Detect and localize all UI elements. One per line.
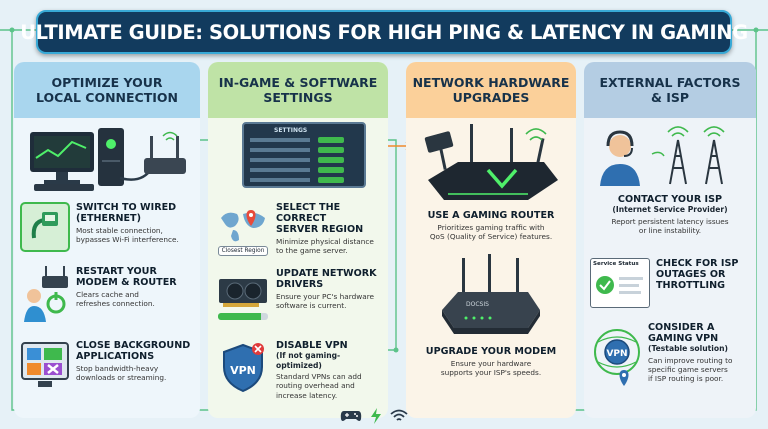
settings-panel-title: SETTINGS bbox=[274, 127, 308, 134]
column-title-line: SETTINGS bbox=[263, 90, 333, 105]
column-title-line: NETWORK HARDWARE bbox=[412, 75, 570, 90]
item-disable-vpn: VPN DISABLE VPN (If not gaming-optimized… bbox=[214, 340, 386, 400]
item-description: Most stable connection,bypasses Wi-Fi in… bbox=[76, 226, 179, 245]
status-check-icon bbox=[596, 276, 643, 294]
column-header: NETWORK HARDWARE UPGRADES bbox=[406, 62, 576, 118]
column-title-line: OPTIMIZE YOUR bbox=[51, 75, 163, 90]
column-header: OPTIMIZE YOUR LOCAL CONNECTION bbox=[14, 62, 200, 118]
item-title: CONTACT YOUR ISP bbox=[617, 194, 723, 205]
world-map-pin-icon: Closest Region bbox=[214, 202, 272, 260]
column-local-connection: OPTIMIZE YOUR LOCAL CONNECTION SWITCH T bbox=[14, 62, 200, 418]
page-title: ULTIMATE GUIDE: SOLUTIONS FOR HIGH PING … bbox=[20, 20, 748, 44]
gaming-router-icon bbox=[424, 124, 558, 200]
modem-icon: DOCSIS bbox=[442, 254, 540, 334]
item-subtitle: (If not gaming-optimized) bbox=[276, 351, 341, 370]
wifi-icon bbox=[390, 409, 408, 421]
item-title: UPGRADE YOUR MODEM bbox=[425, 346, 557, 357]
item-gaming-router: USE A GAMING ROUTER Prioritizes gaming t… bbox=[410, 210, 572, 242]
item-title: DISABLE VPN bbox=[276, 340, 348, 351]
item-subtitle: (Internet Service Provider) bbox=[612, 205, 728, 214]
column-title-line: & ISP bbox=[650, 90, 690, 105]
person-restart-router-icon bbox=[20, 266, 70, 322]
close-apps-window-icon bbox=[20, 340, 70, 390]
ethernet-cable-icon bbox=[20, 202, 70, 252]
gaming-vpn-globe-icon: VPN bbox=[590, 322, 644, 392]
item-title: SWITCH TO WIRED(ETHERNET) bbox=[76, 202, 177, 224]
vpn-shield-icon: VPN bbox=[214, 340, 272, 396]
column-external-isp: EXTERNAL FACTORS & ISP CONTACT YOUR ISP … bbox=[584, 62, 756, 418]
item-title: USE A GAMING ROUTER bbox=[427, 210, 555, 221]
closest-region-badge: Closest Region bbox=[217, 246, 269, 256]
modem-label: DOCSIS bbox=[466, 301, 489, 308]
column-title-line: IN-GAME & SOFTWARE bbox=[218, 75, 378, 90]
column-header: EXTERNAL FACTORS & ISP bbox=[584, 62, 756, 118]
network-card-icon bbox=[214, 268, 272, 324]
column-title-line: EXTERNAL FACTORS bbox=[599, 75, 741, 90]
pc-router-illustration bbox=[30, 128, 186, 191]
item-wired: SWITCH TO WIRED(ETHERNET) Most stable co… bbox=[20, 202, 198, 252]
vpn-label: VPN bbox=[606, 349, 627, 359]
lightning-icon bbox=[371, 408, 381, 424]
service-status-title: Service Status bbox=[593, 261, 639, 267]
column-software-settings: IN-GAME & SOFTWARE SETTINGS SETTINGS Clo… bbox=[208, 62, 388, 418]
service-status-panel: Service Status bbox=[590, 258, 650, 308]
column-title-line: LOCAL CONNECTION bbox=[35, 90, 178, 105]
vpn-label: VPN bbox=[230, 364, 256, 377]
settings-sliders bbox=[250, 137, 344, 183]
item-subtitle: (Testable solution) bbox=[648, 344, 728, 353]
title-banner: ULTIMATE GUIDE: SOLUTIONS FOR HIGH PING … bbox=[20, 10, 748, 54]
item-contact-isp: CONTACT YOUR ISP (Internet Service Provi… bbox=[588, 194, 752, 235]
gamepad-icon bbox=[340, 411, 362, 421]
settings-panel: SETTINGS bbox=[242, 122, 366, 188]
column-hardware-upgrades: NETWORK HARDWARE UPGRADES USE A GAMING R… bbox=[406, 62, 576, 418]
footer-icons bbox=[340, 408, 408, 424]
column-title-line: UPGRADES bbox=[452, 90, 530, 105]
column-header: IN-GAME & SOFTWARE SETTINGS bbox=[208, 62, 388, 118]
update-progress-bar bbox=[218, 312, 268, 320]
isp-support-towers-icon bbox=[600, 126, 725, 186]
